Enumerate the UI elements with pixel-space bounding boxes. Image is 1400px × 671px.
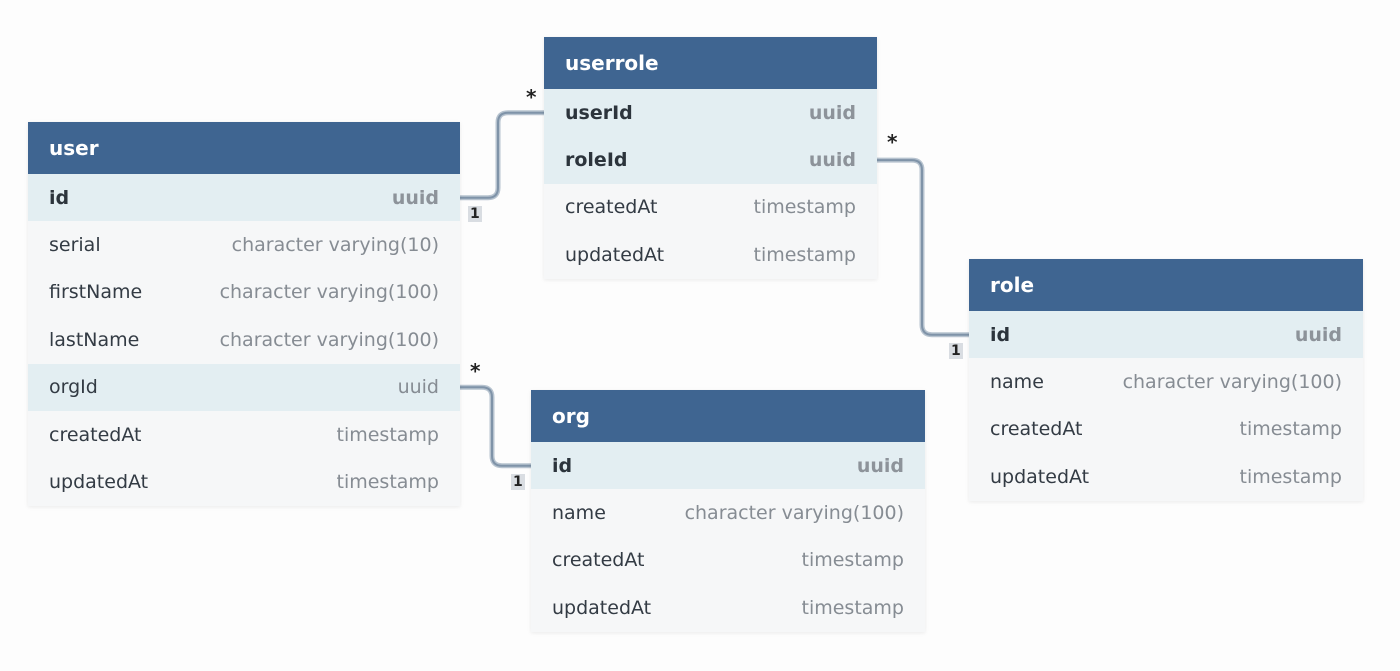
column-row-org-createdAt[interactable]: createdAt timestamp [531,536,925,585]
column-type: timestamp [801,596,905,619]
column-type: timestamp [336,423,440,446]
column-type: character varying(100) [219,281,439,304]
cardinality-label: 1 [949,342,963,359]
column-name: updatedAt [552,596,652,619]
column-type: character varying(10) [231,234,439,257]
column-row-role-createdAt[interactable]: createdAt timestamp [969,405,1363,454]
column-name: id [552,454,573,477]
column-name: firstName [49,281,143,304]
column-row-org-updatedAt[interactable]: updatedAt timestamp [531,584,925,632]
column-row-user-lastName[interactable]: lastName character varying(100) [28,316,460,364]
column-name: name [990,371,1044,394]
column-type: character varying(100) [219,328,439,351]
column-row-userrole-userId[interactable]: userId uuid [544,89,877,137]
column-type: timestamp [801,549,905,572]
column-type: uuid [1294,323,1342,346]
column-row-role-updatedAt[interactable]: updatedAt timestamp [969,453,1363,501]
column-type: timestamp [1239,418,1343,441]
column-type: uuid [856,454,904,477]
column-name: createdAt [565,196,658,219]
column-name: id [990,323,1011,346]
relation-user-org-outline [460,384,531,469]
column-name: roleId [565,149,628,172]
table-user[interactable]: user id uuid serial character varying(10) fir… [28,122,460,506]
column-type: character varying(100) [1122,371,1342,394]
column-row-role-id[interactable]: id uuid [969,311,1363,359]
column-row-user-firstName[interactable]: firstName character varying(100) [28,268,460,317]
relation-user-userrole[interactable] [460,111,544,199]
column-row-userrole-updatedAt[interactable]: updatedAt timestamp [544,231,877,279]
table-userrole[interactable]: userrole userId uuid roleId uuid createdAt tim… [544,37,877,279]
column-name: id [49,186,70,209]
table-header-userrole[interactable]: userrole [544,37,877,89]
relation-user-org[interactable] [460,386,531,467]
column-type: timestamp [753,243,857,266]
column-row-userrole-createdAt[interactable]: createdAt timestamp [544,183,877,232]
column-name: lastName [49,328,140,351]
column-row-org-id[interactable]: id uuid [531,442,925,490]
column-type: uuid [391,186,439,209]
column-row-role-name[interactable]: name character varying(100) [969,358,1363,406]
column-type: uuid [808,101,856,124]
column-type: uuid [808,149,856,172]
table-header-user[interactable]: user [28,122,460,174]
cardinality-label: * [887,130,898,155]
column-row-user-orgId[interactable]: orgId uuid [28,363,460,411]
column-type: timestamp [1239,465,1343,488]
column-row-userrole-roleId[interactable]: roleId uuid [544,136,877,184]
column-name: createdAt [49,423,142,446]
column-name: updatedAt [49,471,149,494]
column-type: character varying(100) [684,502,904,525]
cardinality-label: 1 [511,473,525,490]
cardinality-label: 1 [468,205,482,222]
column-type: uuid [397,376,439,399]
column-row-user-updatedAt[interactable]: updatedAt timestamp [28,458,460,506]
table-header-role[interactable]: role [969,259,1363,311]
relation-userrole-role[interactable] [877,159,969,336]
column-row-user-serial[interactable]: serial character varying(10) [28,221,460,269]
table-header-org[interactable]: org [531,390,925,442]
column-name: userId [565,101,633,124]
column-name: orgId [49,376,98,399]
column-name: name [552,502,606,525]
column-name: updatedAt [990,465,1090,488]
table-org[interactable]: org id uuid name character varying(100) creat… [531,390,925,632]
column-name: createdAt [552,549,645,572]
relation-user-userrole-outline [460,110,544,201]
column-name: serial [49,234,101,257]
column-type: timestamp [336,471,440,494]
column-name: updatedAt [565,243,665,266]
table-role[interactable]: role id uuid name character varying(100) crea… [969,259,1363,501]
column-type: timestamp [753,196,857,219]
cardinality-label: * [526,84,537,109]
cardinality-label: * [470,359,481,384]
column-name: createdAt [990,418,1083,441]
column-row-user-id[interactable]: id uuid [28,174,460,222]
relation-userrole-role-outline [877,157,969,338]
column-row-org-name[interactable]: name character varying(100) [531,489,925,537]
column-row-user-createdAt[interactable]: createdAt timestamp [28,410,460,459]
